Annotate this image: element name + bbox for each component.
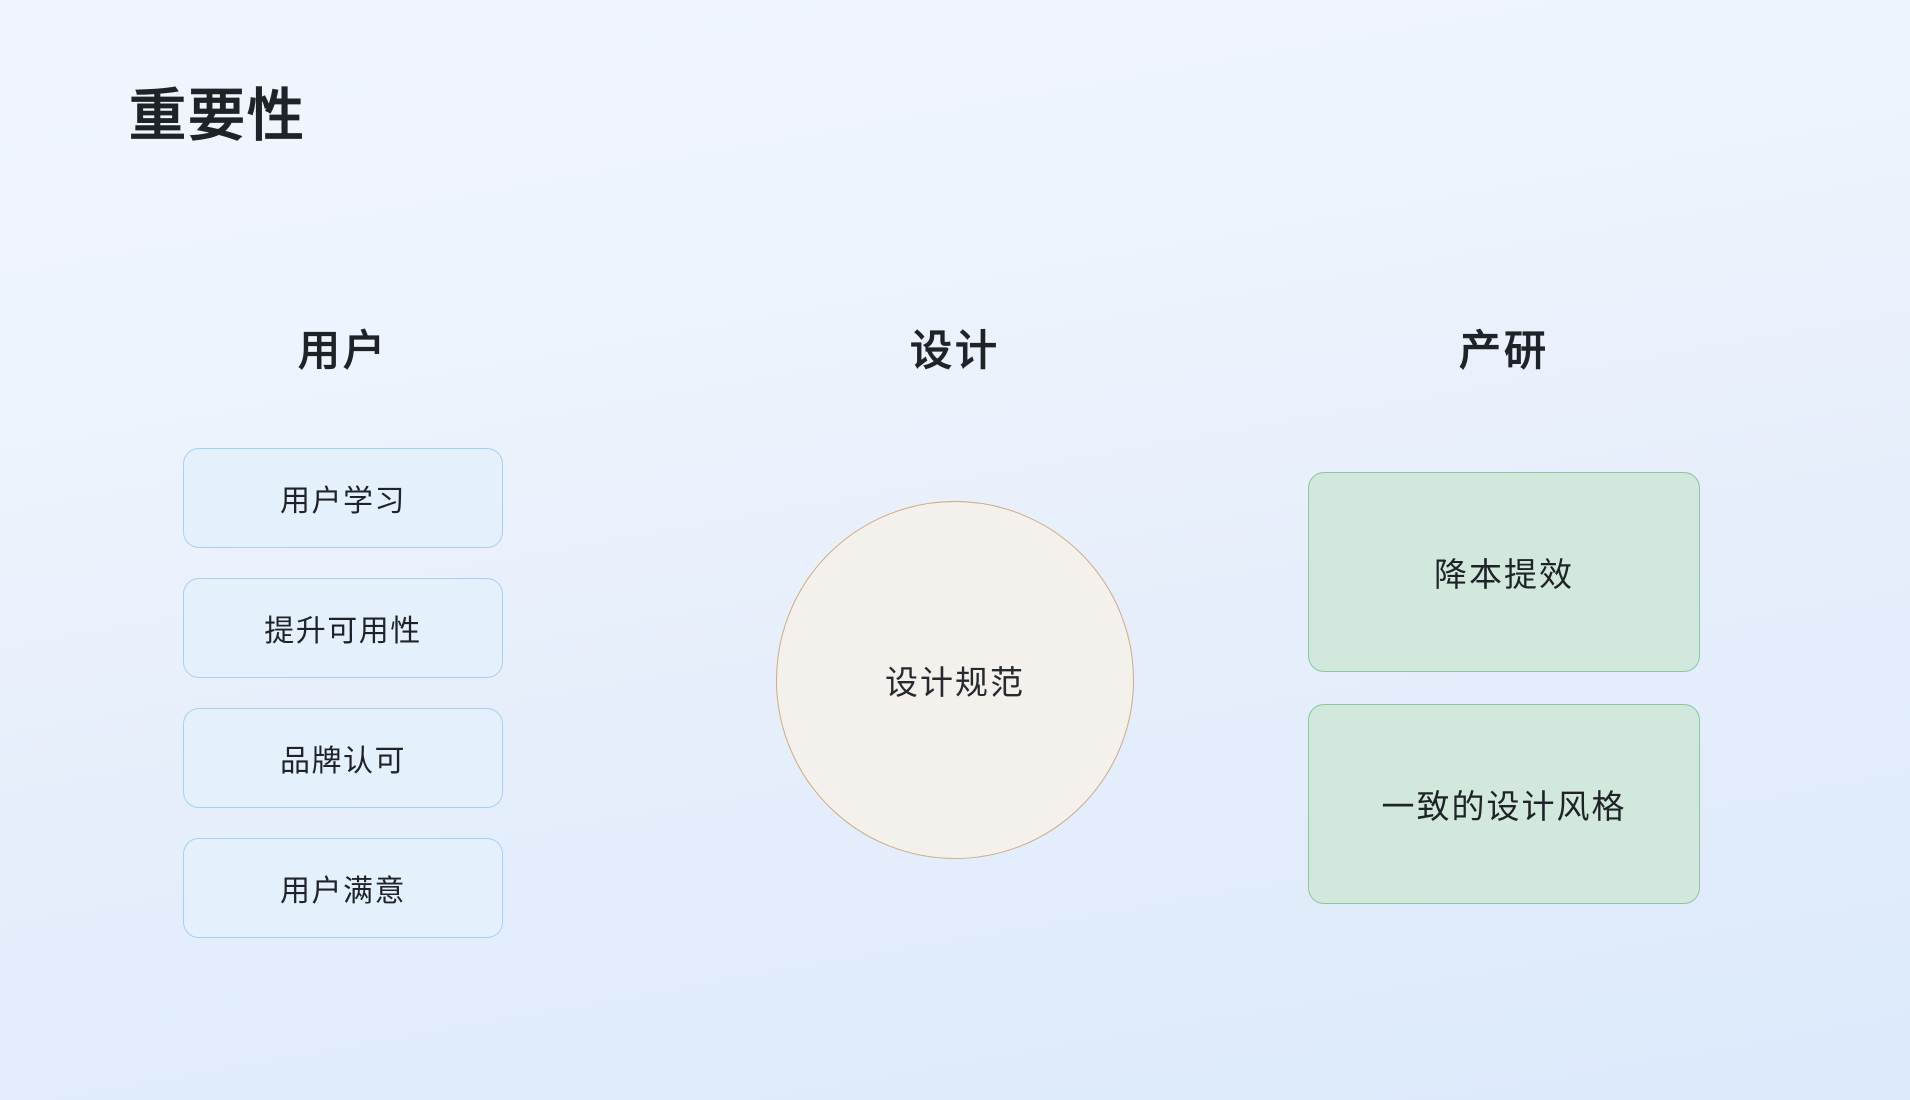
product-card-label: 一致的设计风格 <box>1381 788 1627 825</box>
column-heading-user: 用户 <box>297 327 388 374</box>
user-card-label: 用户满意 <box>280 875 406 908</box>
column-heading-design: 设计 <box>909 327 1000 374</box>
product-card[interactable]: 一致的设计风格 <box>1308 704 1700 904</box>
product-card-label: 降本提效 <box>1434 556 1574 593</box>
product-card-list: 降本提效 一致的设计风格 <box>1308 472 1700 904</box>
design-system-circle-label: 设计规范 <box>885 664 1025 701</box>
user-card-list: 用户学习 提升可用性 品牌认可 用户满意 <box>183 448 503 938</box>
design-system-circle[interactable]: 设计规范 <box>776 501 1134 859</box>
user-card[interactable]: 品牌认可 <box>183 708 503 808</box>
user-card[interactable]: 用户满意 <box>183 838 503 938</box>
product-card[interactable]: 降本提效 <box>1308 472 1700 672</box>
user-card[interactable]: 用户学习 <box>183 448 503 548</box>
column-heading-product: 产研 <box>1458 327 1549 374</box>
user-card-label: 品牌认可 <box>280 745 406 778</box>
page-title: 重要性 <box>129 84 306 148</box>
user-card[interactable]: 提升可用性 <box>183 578 503 678</box>
user-card-label: 提升可用性 <box>264 615 422 648</box>
user-card-label: 用户学习 <box>280 485 406 518</box>
